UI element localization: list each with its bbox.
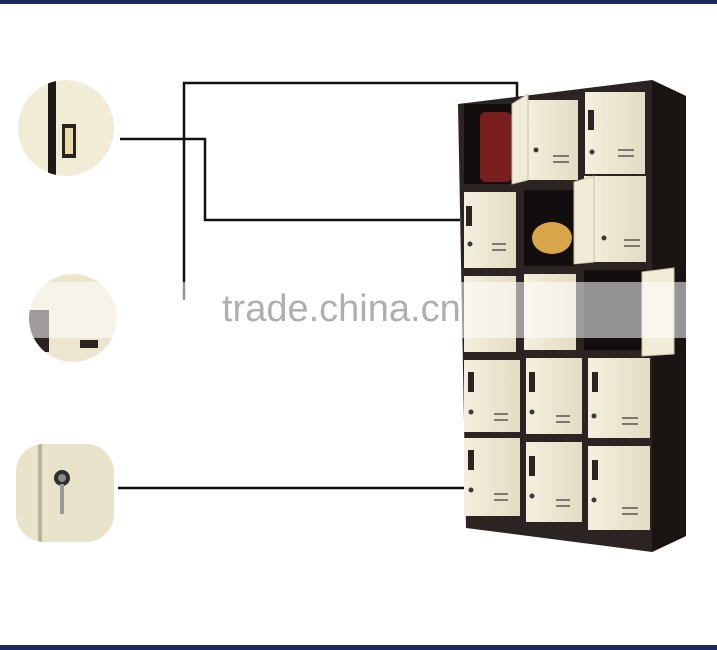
lock-detail-closeup <box>16 444 114 542</box>
handle-leader-line <box>120 137 460 222</box>
handle-detail-closeup <box>18 80 114 176</box>
bottom-frame-bar <box>0 645 717 650</box>
top-frame-bar <box>0 0 717 4</box>
watermark-text: trade.china.cn <box>222 288 461 330</box>
locker-cabinet <box>458 80 686 552</box>
hinge-leader-line <box>182 81 519 300</box>
leader-lines <box>118 81 519 490</box>
watermark-band <box>0 282 717 338</box>
